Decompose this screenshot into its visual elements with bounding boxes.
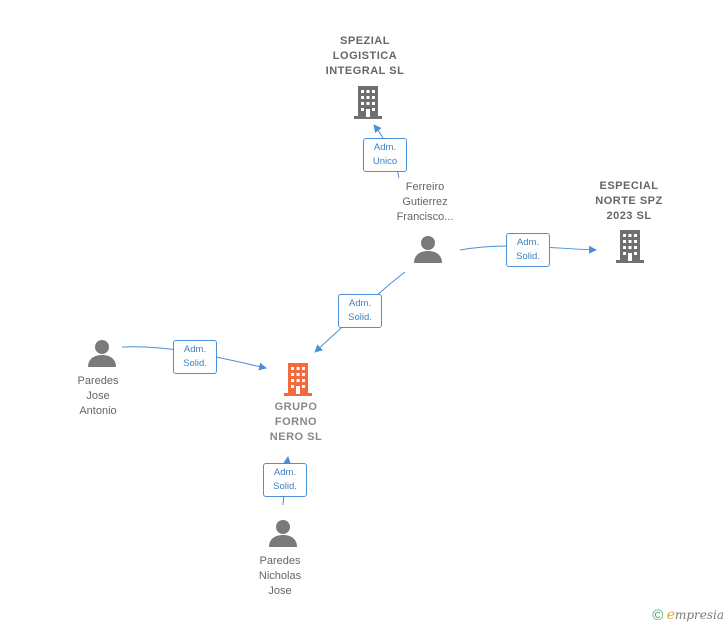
relation-badge-ferreiro-grupo[interactable]: Adm. Solid. <box>338 294 382 328</box>
brand-logo-letter: e <box>666 607 675 623</box>
label-line: Paredes <box>259 555 301 567</box>
relation-role: Adm. <box>516 237 540 248</box>
label-line: Antonio <box>79 405 117 417</box>
label-line: Ferreiro <box>405 181 445 193</box>
relation-role: Adm. <box>348 298 372 309</box>
label-line: Nicholas <box>258 570 302 582</box>
label-line: NORTE SPZ <box>595 195 663 207</box>
person-paredes-nicholas-person-icon[interactable] <box>268 518 298 553</box>
relation-badge-jose-grupo[interactable]: Adm. Solid. <box>173 340 217 374</box>
company-spezial-building-icon[interactable] <box>352 84 384 125</box>
company-especial-building-icon[interactable] <box>614 228 646 269</box>
company-grupo-label[interactable]: GRUPO FORNO NERO SL <box>241 400 351 445</box>
label-line: SPEZIAL <box>340 35 390 47</box>
person-paredes-jose-label[interactable]: Paredes Jose Antonio <box>48 374 148 419</box>
copyright-icon: © <box>652 607 664 624</box>
relation-type: Solid. <box>348 312 372 323</box>
company-especial-label[interactable]: ESPECIAL NORTE SPZ 2023 SL <box>574 179 684 224</box>
person-ferreiro-label[interactable]: Ferreiro Gutierrez Francisco... <box>370 180 480 225</box>
label-line: Paredes <box>77 375 119 387</box>
relation-type: Solid. <box>273 481 297 492</box>
relation-type: Unico <box>372 156 398 167</box>
label-line: NERO SL <box>269 431 323 443</box>
label-line: LOGISTICA <box>332 50 398 62</box>
label-line: INTEGRAL SL <box>325 65 405 77</box>
label-line: FORNO <box>274 416 318 428</box>
brand-logo-text: mpresia <box>674 608 724 622</box>
relation-role: Adm. <box>183 344 207 355</box>
label-line: 2023 SL <box>606 210 652 222</box>
empresia-brand: © empresia <box>652 607 724 624</box>
label-line: Francisco... <box>396 211 454 223</box>
label-line: Jose <box>268 585 292 597</box>
label-line: Jose <box>86 390 110 402</box>
person-paredes-jose-person-icon[interactable] <box>87 338 117 373</box>
relation-role: Adm. <box>373 142 397 153</box>
relation-type: Solid. <box>183 358 207 369</box>
relation-role: Adm. <box>273 467 297 478</box>
company-grupo-building-icon[interactable] <box>282 361 314 402</box>
person-ferreiro-person-icon[interactable] <box>413 234 443 269</box>
label-line: ESPECIAL <box>599 180 659 192</box>
company-spezial-label[interactable]: SPEZIAL LOGISTICA INTEGRAL SL <box>310 34 420 79</box>
label-line: Gutierrez <box>402 196 448 208</box>
relation-type: Solid. <box>516 251 540 262</box>
label-line: GRUPO <box>274 401 318 413</box>
relation-badge-ferreiro-especial[interactable]: Adm. Solid. <box>506 233 550 267</box>
person-paredes-nicholas-label[interactable]: Paredes Nicholas Jose <box>230 554 330 599</box>
relation-badge-nicholas-grupo[interactable]: Adm. Solid. <box>263 463 307 497</box>
relation-badge-ferreiro-spezial[interactable]: Adm. Unico <box>363 138 407 172</box>
